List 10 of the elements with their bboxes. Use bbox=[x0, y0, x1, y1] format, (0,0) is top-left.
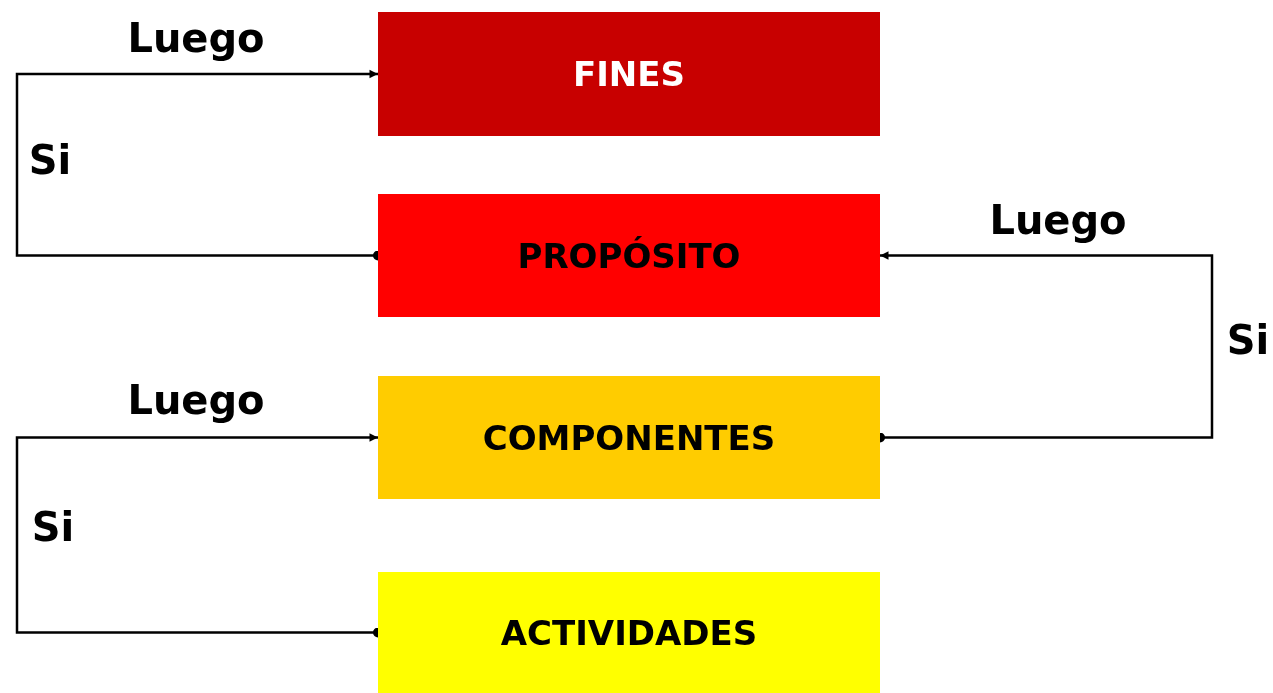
edge-label: Luego bbox=[127, 15, 265, 61]
edge-label: Luego bbox=[989, 197, 1127, 243]
level-box: ACTIVIDADES bbox=[378, 572, 880, 693]
level-box: COMPONENTES bbox=[378, 376, 880, 499]
condition-label: Si bbox=[1226, 317, 1270, 363]
condition-label: Si bbox=[28, 137, 72, 183]
edge-label: Luego bbox=[127, 377, 265, 423]
level-box: FINES bbox=[378, 12, 880, 136]
level-box: PROPÓSITO bbox=[378, 194, 880, 317]
condition-label: Si bbox=[31, 504, 75, 550]
